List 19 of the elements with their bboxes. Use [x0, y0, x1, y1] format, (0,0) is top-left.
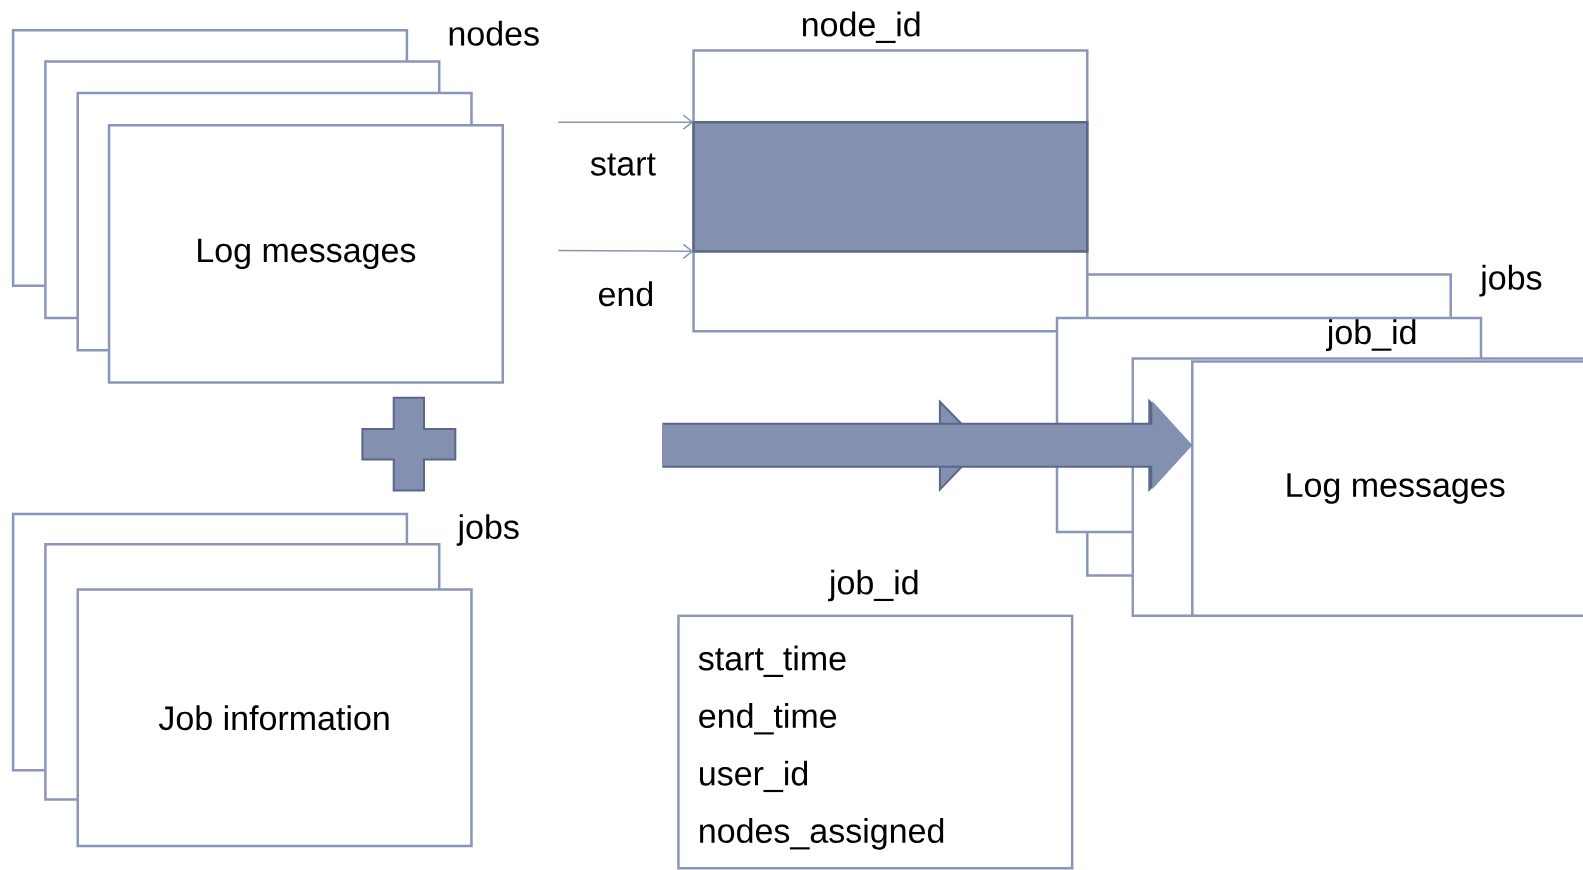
field-name: nodes_assigned [700, 818, 944, 850]
stack-label: nodes [449, 20, 539, 46]
field-name: start_time [698, 645, 846, 677]
table-heading: job_id [828, 569, 918, 602]
arrow [557, 114, 694, 130]
stack-label: jobs [456, 514, 519, 546]
stack-label: job_id [1325, 319, 1416, 352]
document-box: Job information [76, 588, 473, 848]
shaded-band [692, 120, 1089, 253]
table-heading: node_id [802, 11, 920, 43]
plus-sign [361, 396, 457, 492]
document-box: Log messages [1191, 360, 1583, 618]
field-name: user_id [700, 760, 808, 793]
edge-label: start [590, 153, 656, 176]
document-box: Log messages [107, 123, 504, 384]
stack-label: jobs [1479, 264, 1542, 297]
edge-label: end [599, 281, 653, 307]
arrow [557, 243, 694, 260]
field-name: end_time [699, 703, 837, 735]
